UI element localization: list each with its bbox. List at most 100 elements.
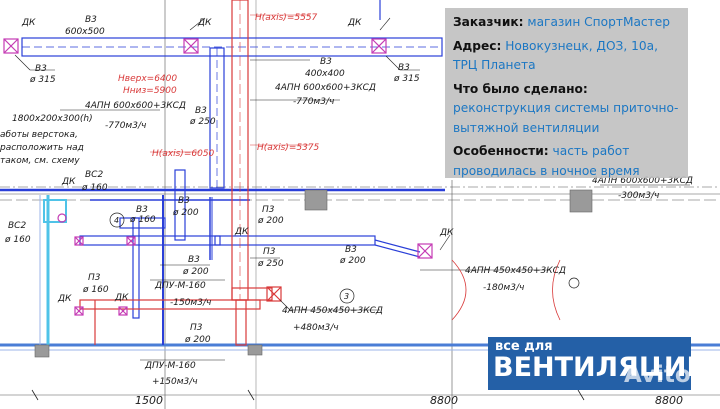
label-b3-200c: В3 (345, 245, 357, 255)
label-d200-b3c: ø 200 (339, 256, 366, 266)
label-h-axis-5375: H(axis)=5375 (257, 143, 320, 153)
label-dk-p3: ДК (57, 294, 72, 304)
label-dim-8800-a: 8800 (430, 394, 458, 407)
diffuser-small-1 (74, 236, 84, 246)
diffuser-top-right (371, 38, 387, 54)
diffuser-top-mid (183, 38, 199, 54)
label-d200-p3b: ø 200 (184, 335, 211, 345)
label-d160-top: ø 160 (81, 183, 108, 193)
label-flow-left: -770м3/ч (105, 121, 146, 131)
label-b3-200b: В3 (188, 255, 200, 265)
dimension-ticks (31, 389, 585, 401)
label-d200-b3b: ø 200 (182, 267, 209, 277)
label-flow-300: -300м3/ч (618, 191, 659, 201)
work-done-value: реконструкция системы приточно-вытяжной … (453, 101, 679, 135)
label-d200-p3a: ø 200 (257, 216, 284, 226)
valve-left (57, 213, 67, 223)
section-markers (109, 212, 580, 304)
door-arcs (451, 259, 561, 321)
label-h-axis-6050: H(axis)=6050 (152, 149, 215, 159)
label-anp-480: 4АПН 450х450+3КСД (282, 306, 383, 316)
label-flow-150-pos: +150м3/ч (152, 377, 198, 387)
label-b3-250: В3 (195, 106, 207, 116)
diffuser-small-3 (74, 306, 84, 316)
brand-small-text: все для (495, 339, 553, 354)
diffuser-top-left (3, 38, 19, 54)
brand-logo: все для ВЕНТИЛЯЦИИ (488, 337, 709, 390)
note-dimensions: 1800х200х300(h) (12, 114, 93, 124)
columns (34, 189, 593, 358)
label-d250: ø 250 (189, 117, 216, 127)
supply-ducts (79, 0, 273, 346)
avito-watermark: Avito (624, 362, 691, 388)
label-d160-left: ø 160 (4, 235, 31, 245)
label-flow-480: +480м3/ч (293, 323, 339, 333)
label-dk-left: ДК (61, 177, 76, 187)
label-b3-right: В3 (398, 63, 410, 73)
label-b3-left: В3 (35, 64, 47, 74)
label-dpu-2: ДПУ-М-160 (144, 361, 196, 371)
features-label: Особенности: (453, 144, 549, 158)
label-dim-400x400: 400х400 (305, 69, 345, 79)
label-dim-600x500: 600х500 (65, 27, 105, 37)
label-dk-top2: ДК (197, 18, 212, 28)
work-done-row: Что было сделано: реконструкция системы … (453, 80, 680, 139)
label-p3-200a: П3 (262, 205, 275, 215)
label-anp-180: 4АПН 450х450+3КСД (465, 266, 566, 276)
label-hverh: Hверх=6400 (118, 74, 177, 84)
label-p3-250: П3 (263, 247, 276, 257)
label-p3-200b: П3 (190, 323, 203, 333)
label-anp-partial: 4АПН 600х600+3КСД (592, 176, 693, 186)
diffuser-right (417, 243, 433, 259)
label-d250-p3: ø 250 (257, 259, 284, 269)
label-b3-160: В3 (136, 205, 148, 215)
label-b3-400x400: В3 (320, 57, 332, 67)
label-flow-150-neg: -150м3/ч (170, 298, 211, 308)
label-dk-p3b: ДК (114, 293, 129, 303)
label-bc2-left: ВС2 (8, 221, 26, 231)
label-p3-160: П3 (88, 273, 101, 283)
label-dk-top3: ДК (347, 18, 362, 28)
label-hniz: Hниз=5900 (123, 86, 177, 96)
label-d315-right: ø 315 (393, 74, 420, 84)
label-circle-4: 4 (114, 216, 119, 225)
project-info-panel: Заказчик: магазин СпортМастер Адрес: Нов… (445, 8, 688, 178)
drawing-labels: В3 600х500 ДК ДК ДК H(axis)=5557 H(axis)… (0, 13, 693, 407)
label-flow-mid: -770м3/ч (293, 97, 334, 107)
leader-lines (14, 14, 690, 361)
note-line-3: таком, см. схему (0, 156, 80, 166)
label-b3-200: В3 (178, 196, 190, 206)
features-row: Особенности: часть работ проводилась в н… (453, 142, 680, 181)
label-dpu-1: ДПУ-М-160 (154, 281, 206, 291)
diffuser-supply (266, 286, 282, 302)
label-dim-1500: 1500 (135, 394, 163, 407)
customer-label: Заказчик: (453, 15, 524, 29)
address-value: Новокузнецк, ДОЗ, 10а, ТРЦ Планета (453, 38, 658, 73)
note-line-2: расположить над (0, 143, 84, 153)
brand-big-text: ВЕНТИЛЯЦИИ (493, 352, 710, 383)
label-dk-mid: ДК (234, 227, 249, 237)
label-dim-8800-b: 8800 (655, 394, 683, 407)
diffuser-small-4 (118, 306, 128, 316)
label-flow-180: -180м3/ч (483, 283, 524, 293)
label-d315-left: ø 315 (29, 75, 56, 85)
customer-value: магазин СпортМастер (527, 15, 670, 29)
label-d160-p3: ø 160 (82, 285, 109, 295)
label-b3-600x500: В3 (85, 15, 97, 25)
label-dk-right: ДК (439, 228, 454, 238)
label-d200-b3: ø 200 (172, 208, 199, 218)
label-anp-left: 4АПН 600х600+3КСД (85, 101, 186, 111)
label-anp-mid: 4АПН 600х600+3КСД (275, 83, 376, 93)
diffuser-small-2 (126, 236, 136, 246)
features-value: часть работ проводилась в ночное время (453, 144, 640, 178)
label-d160-b3: ø 160 (129, 215, 156, 225)
work-done-label: Что было сделано: (453, 81, 588, 96)
note-line-1: аботы верстока, (0, 130, 78, 140)
label-dk-top1: ДК (21, 18, 36, 28)
label-bc2-top: ВС2 (85, 170, 103, 180)
address-label: Адрес: (453, 38, 502, 53)
label-circle-3: 3 (344, 292, 349, 301)
customer-row: Заказчик: магазин СпортМастер (453, 13, 680, 33)
